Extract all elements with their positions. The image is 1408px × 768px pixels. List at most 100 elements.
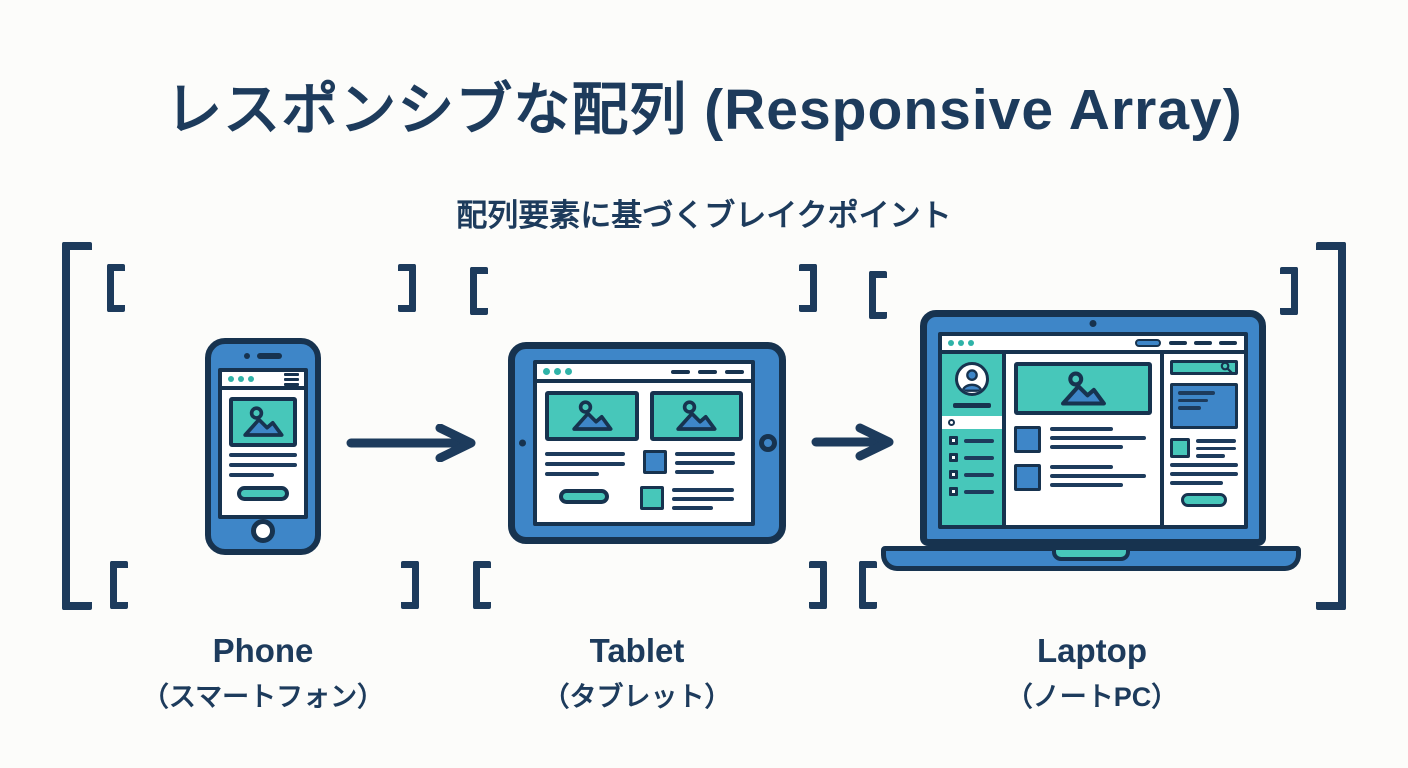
tablet-camera-dot (519, 439, 526, 447)
tablet-page-content (537, 383, 751, 518)
search-bar-placeholder (1170, 360, 1238, 375)
image-mountain-icon (1061, 371, 1106, 406)
phone-close-bracket-top-icon (398, 264, 416, 312)
image-placeholder (545, 391, 639, 441)
text-line-placeholder (1178, 398, 1209, 402)
user-avatar-icon (961, 369, 983, 392)
text-line-placeholder (1050, 427, 1114, 431)
device-label-laptop-jp: （ノートPC） (1005, 682, 1179, 713)
text-line-placeholder (545, 472, 599, 476)
text-line-placeholder (1170, 481, 1224, 485)
device-label-laptop-en: Laptop (1037, 632, 1147, 669)
hamburger-menu-icon (284, 372, 299, 386)
outer-close-bracket-icon (1316, 242, 1346, 610)
device-label-phone-en: Phone (212, 632, 314, 669)
tablet-open-bracket-top-icon (470, 267, 488, 315)
browser-dots-icon (228, 376, 254, 382)
outer-open-bracket-icon (62, 242, 92, 610)
laptop-open-bracket-top-icon (869, 271, 887, 319)
text-line-placeholder (964, 472, 994, 477)
text-line-placeholder (1196, 439, 1237, 443)
phone-open-bracket-top-icon (107, 264, 125, 312)
text-line-placeholder (964, 438, 994, 443)
device-label-phone: Phone （スマートフォン） (103, 632, 423, 714)
text-line-placeholder (675, 452, 735, 456)
device-label-tablet-jp: （タブレット） (542, 682, 732, 713)
text-line-placeholder (964, 489, 994, 494)
text-line-placeholder (672, 506, 714, 510)
button-placeholder (237, 486, 289, 501)
phone-close-bracket-bottom-icon (401, 561, 419, 609)
text-line-placeholder (545, 452, 626, 456)
laptop-screen (920, 310, 1266, 546)
image-placeholder (1014, 362, 1152, 415)
image-mountain-icon (243, 406, 284, 437)
username-line-placeholder (953, 403, 991, 408)
phone-speaker (211, 353, 315, 359)
text-block-placeholder (1170, 463, 1238, 485)
search-icon (1220, 361, 1233, 374)
phone-page-content (222, 390, 304, 508)
arrow-right-icon (344, 424, 486, 462)
phone-speaker-bar (257, 353, 282, 359)
laptop-open-bracket-bottom-icon (859, 561, 877, 609)
laptop-camera-dot (1089, 320, 1097, 327)
diagram-subtitle: 配列要素に基づくブレイクポイント (456, 198, 952, 233)
tablet-browser-bar (537, 364, 751, 383)
arrow-right-icon (810, 423, 900, 461)
text-line-placeholder (675, 461, 735, 465)
right-rail-placeholder (1160, 354, 1244, 525)
text-line-placeholder (229, 453, 297, 457)
image-placeholder (229, 397, 297, 447)
media-row-placeholder (1170, 438, 1238, 458)
media-row-placeholder (643, 450, 743, 476)
text-line-placeholder (1178, 391, 1216, 395)
page-title: レスポンシブな配列 (Responsive Array) (165, 78, 1243, 142)
media-row-placeholder (640, 486, 743, 510)
thumbnail-placeholder (1014, 464, 1041, 491)
checkbox-icon (949, 487, 958, 496)
checkbox-icon (949, 470, 958, 479)
tablet-close-bracket-top-icon (799, 264, 817, 312)
smartphone-illustration (205, 338, 321, 555)
text-line-placeholder (1050, 465, 1114, 469)
checkbox-icon (949, 453, 958, 462)
image-mountain-icon (572, 400, 613, 431)
text-line-placeholder (1050, 474, 1146, 478)
active-nav-item-placeholder (942, 416, 1002, 429)
thumbnail-placeholder (640, 486, 665, 510)
text-line-placeholder (1178, 406, 1201, 410)
button-placeholder (559, 489, 609, 504)
media-row-placeholder (1014, 464, 1152, 491)
phone-screen (218, 368, 308, 519)
menu-links-icon (671, 369, 744, 374)
phone-home-button (251, 519, 275, 543)
text-line-placeholder (1170, 463, 1238, 467)
text-line-placeholder (1196, 454, 1226, 458)
text-line-placeholder (545, 462, 626, 466)
thumbnail-placeholder (643, 450, 668, 474)
menu-links-icon (1169, 341, 1237, 345)
text-block-placeholder (545, 450, 632, 476)
laptop-browser-window (938, 332, 1248, 529)
tablet-screen (533, 360, 755, 526)
browser-dots-icon (948, 340, 974, 346)
laptop-base (881, 546, 1301, 571)
ad-panel-placeholder (1170, 383, 1238, 429)
laptop-close-bracket-top-icon (1280, 267, 1298, 315)
checklist-placeholder (949, 436, 1002, 496)
sidebar-placeholder (942, 354, 1006, 525)
phone-camera-dot (244, 353, 250, 359)
text-line-placeholder (964, 455, 994, 460)
text-line-placeholder (672, 488, 735, 492)
tablet-home-button (759, 434, 777, 452)
text-line-placeholder (1050, 483, 1124, 487)
text-line-placeholder (1050, 436, 1146, 440)
main-content-placeholder (1006, 354, 1160, 525)
checkbox-icon (949, 436, 958, 445)
phone-open-bracket-bottom-icon (110, 561, 128, 609)
laptop-notch (1052, 550, 1130, 561)
browser-tab-placeholder (1135, 339, 1161, 347)
device-label-tablet-en: Tablet (589, 632, 685, 669)
